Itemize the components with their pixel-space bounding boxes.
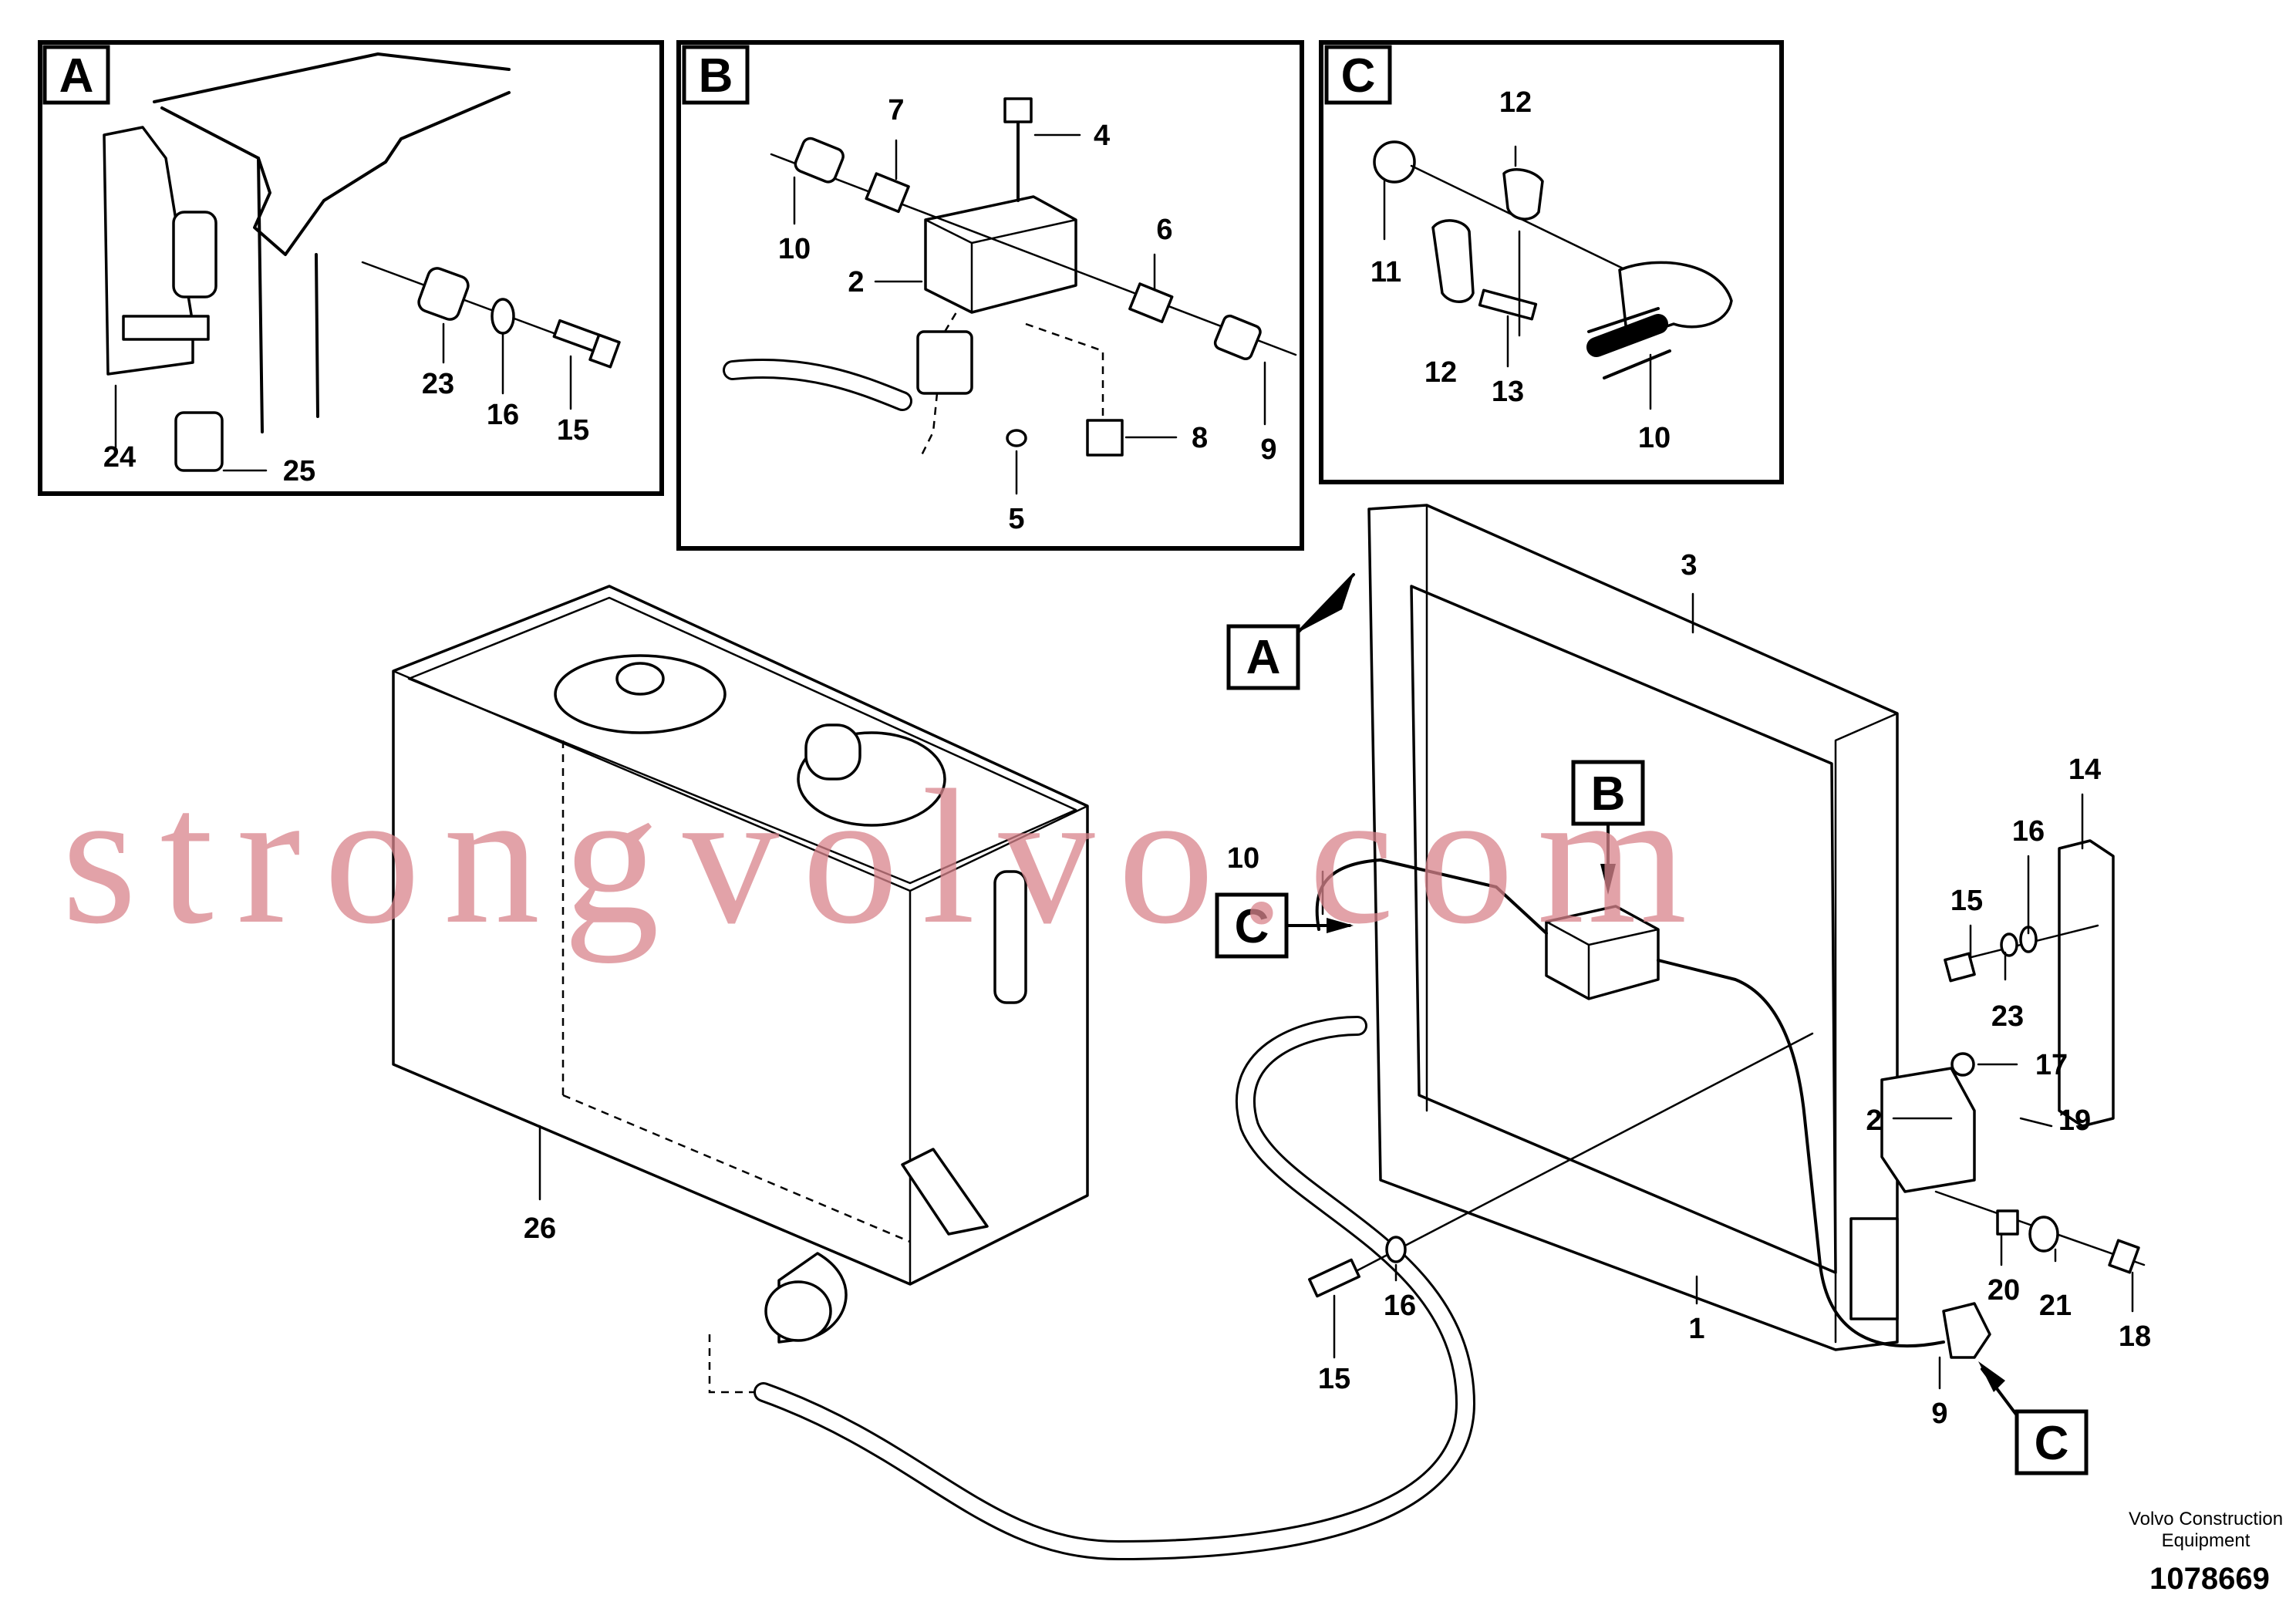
elbow-fitting — [916, 330, 973, 395]
detail-a-tag — [42, 45, 110, 105]
bracket-plate-14 — [2058, 839, 2115, 1128]
detail-b-tag — [682, 45, 750, 105]
flange-half-12-bottom — [1431, 219, 1475, 303]
brand-line-2: Equipment — [2162, 1530, 2250, 1551]
tag-c-left — [1215, 892, 1289, 959]
bracket-foot — [122, 315, 210, 341]
plug-8 — [1086, 419, 1124, 457]
callout-15-lower: 15 — [1318, 1363, 1350, 1395]
detail-view-a: A 23 16 15 24 25 — [38, 40, 664, 496]
tank-cap — [615, 662, 665, 696]
callout-16-lower: 16 — [1384, 1290, 1416, 1322]
washer-20 — [1996, 1209, 2019, 1236]
filler-neck — [804, 723, 861, 781]
callout-2: 2 — [1866, 1104, 1882, 1137]
callout-b-5: 5 — [1008, 503, 1024, 535]
bolt-15-right — [1944, 952, 1976, 983]
callout-b-4: 4 — [1094, 120, 1110, 152]
nut-17 — [1950, 1052, 1975, 1077]
callout-a-16: 16 — [487, 399, 519, 431]
callout-21: 21 — [2039, 1290, 2072, 1322]
callout-a-25: 25 — [283, 455, 315, 487]
detail-view-b: B 7 4 10 2 6 8 9 5 — [676, 40, 1304, 551]
adapter-7 — [865, 172, 910, 214]
tag-a — [1226, 624, 1300, 690]
washer-5 — [1006, 429, 1027, 447]
bolt-15-lower — [1307, 1258, 1361, 1298]
washer-16 — [491, 298, 515, 335]
tag-b-letter: B — [1591, 767, 1626, 821]
bolt-4 — [1003, 97, 1033, 123]
brand-line-1: Volvo Construction — [2129, 1509, 2283, 1529]
callout-a-24: 24 — [103, 441, 136, 474]
bolt-13 — [1478, 288, 1538, 321]
sight-glass — [993, 870, 1027, 1004]
callout-c-11: 11 — [1371, 256, 1401, 288]
callout-15-right: 15 — [1950, 885, 1983, 917]
frame-end-bracket — [1849, 1217, 1899, 1320]
callout-3: 3 — [1681, 549, 1697, 582]
detail-view-c: C 12 11 12 13 10 — [1319, 40, 1784, 484]
callout-18: 18 — [2119, 1320, 2151, 1353]
spacer-23 — [417, 267, 470, 321]
callout-19: 19 — [2058, 1104, 2091, 1137]
valve-block-2 — [1545, 905, 1660, 1000]
callout-b-2: 2 — [848, 266, 864, 298]
flange-half-12-top — [1502, 168, 1544, 221]
document-number: 1078669 — [2149, 1562, 2270, 1596]
washer-16-lower — [1385, 1236, 1407, 1263]
pipe-end — [764, 1280, 832, 1342]
bracket-2 — [1880, 1067, 1976, 1193]
callout-1: 1 — [1688, 1313, 1704, 1345]
callout-16-right: 16 — [2012, 815, 2045, 848]
rubber-mount — [172, 211, 217, 298]
hydraulic-tank: 26 — [392, 585, 1089, 1394]
callout-14: 14 — [2068, 754, 2101, 786]
tag-a-letter: A — [1246, 631, 1281, 684]
callout-9: 9 — [1931, 1398, 1947, 1430]
tank-bracket — [901, 1148, 989, 1236]
callout-a-23: 23 — [422, 368, 454, 400]
callout-23: 23 — [1991, 1000, 2024, 1033]
detail-c-letter: C — [1341, 49, 1376, 103]
callout-b-8: 8 — [1192, 422, 1208, 454]
mounting-bolt-25 — [174, 411, 224, 472]
callout-b-9: 9 — [1260, 433, 1276, 466]
callout-10: 10 — [1227, 842, 1259, 875]
detail-b-letter: B — [699, 49, 733, 103]
callout-c-12-top: 12 — [1499, 86, 1532, 119]
watermark: strongvolvo.com — [62, 750, 1710, 964]
valve-block — [924, 195, 1077, 314]
hose-fitting-10 — [794, 137, 845, 184]
callout-a-15: 15 — [557, 414, 589, 447]
detail-a-letter: A — [59, 49, 94, 103]
washer-21 — [2028, 1216, 2059, 1253]
tag-c-right — [2014, 1409, 2089, 1475]
spacer-23-right — [2000, 932, 2018, 957]
adapter-6 — [1128, 282, 1174, 324]
bolt-18 — [2108, 1239, 2140, 1274]
return-hose — [756, 1018, 1474, 1559]
callout-c-13: 13 — [1492, 376, 1524, 408]
o-ring-11 — [1373, 140, 1416, 184]
callout-b-6: 6 — [1156, 214, 1172, 246]
callout-b-10: 10 — [778, 233, 811, 265]
callout-c-12-bottom: 12 — [1424, 356, 1457, 389]
callout-26: 26 — [524, 1212, 556, 1245]
callout-b-7: 7 — [888, 94, 904, 126]
fitting-9 — [1942, 1302, 1991, 1359]
hose-fitting-9 — [1213, 314, 1262, 361]
callout-17: 17 — [2035, 1049, 2068, 1081]
main-view-tags: A B C C — [1215, 573, 2089, 1475]
detail-c-frame — [1319, 40, 1784, 484]
callout-c-10: 10 — [1638, 422, 1671, 454]
detail-c-tag — [1324, 45, 1392, 105]
cooler-frame: 3 14 16 10 15 23 17 2 19 15 16 1 20 21 1… — [1227, 504, 2151, 1430]
tag-c-left-letter: C — [1235, 900, 1269, 953]
tag-c-right-letter: C — [2035, 1417, 2069, 1470]
callout-20: 20 — [1988, 1274, 2020, 1307]
tag-b — [1571, 760, 1645, 826]
